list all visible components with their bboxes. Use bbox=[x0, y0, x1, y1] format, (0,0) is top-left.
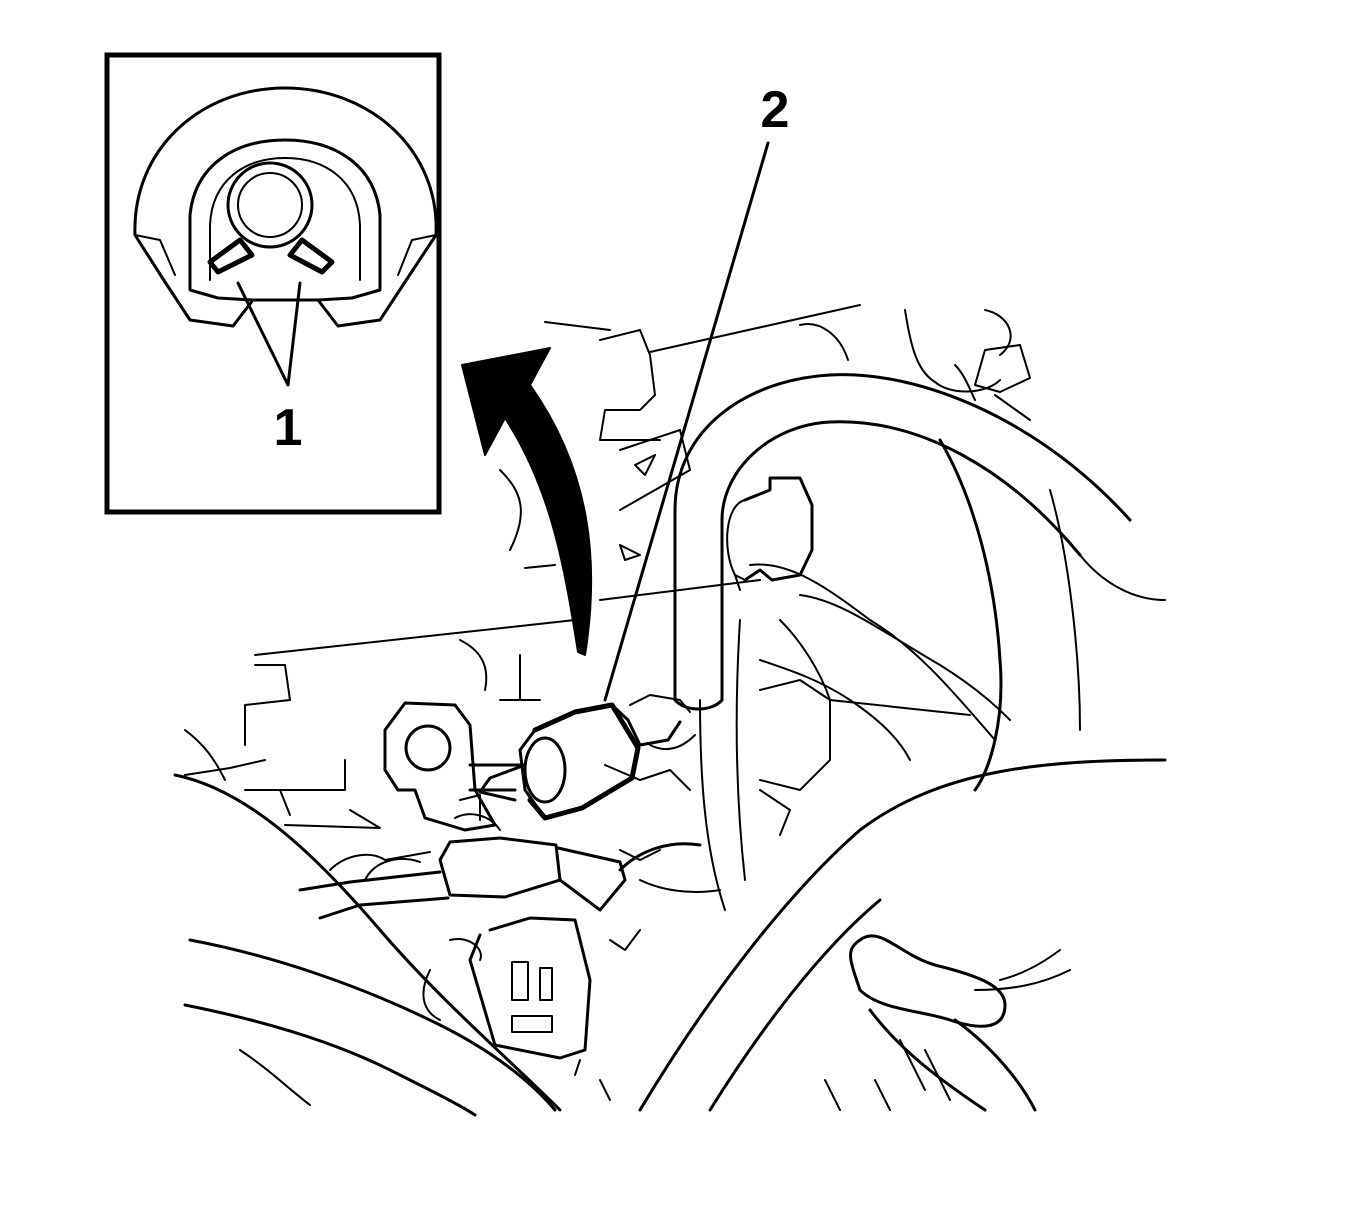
harness-connector bbox=[298, 836, 702, 1101]
inset-pipe-inner bbox=[237, 172, 303, 238]
inset-tab-right bbox=[287, 237, 335, 275]
inset-frame bbox=[104, 52, 442, 515]
callout-1-leader-left bbox=[236, 281, 290, 387]
foreground-covers bbox=[173, 758, 1167, 1117]
callout-1-leader-right bbox=[286, 281, 302, 387]
engine-background bbox=[184, 304, 1166, 893]
inset-clip-body bbox=[188, 138, 382, 302]
inset-tab-left bbox=[207, 237, 255, 275]
removal-direction-arrow bbox=[461, 347, 593, 656]
inset-notch-right bbox=[397, 234, 437, 276]
curved-coolant-hose bbox=[673, 373, 1132, 911]
inset-notch-left bbox=[134, 234, 176, 276]
callout-1-label: 1 bbox=[274, 399, 303, 457]
inset-pipe-outer bbox=[226, 161, 314, 249]
inset-detail: 1 bbox=[104, 52, 442, 515]
inset-disk bbox=[133, 86, 438, 328]
callout-2-label: 2 bbox=[761, 81, 790, 139]
sensor-connector bbox=[383, 694, 696, 832]
callout-2-leader bbox=[603, 141, 770, 702]
inset-clip-inner bbox=[209, 157, 361, 281]
